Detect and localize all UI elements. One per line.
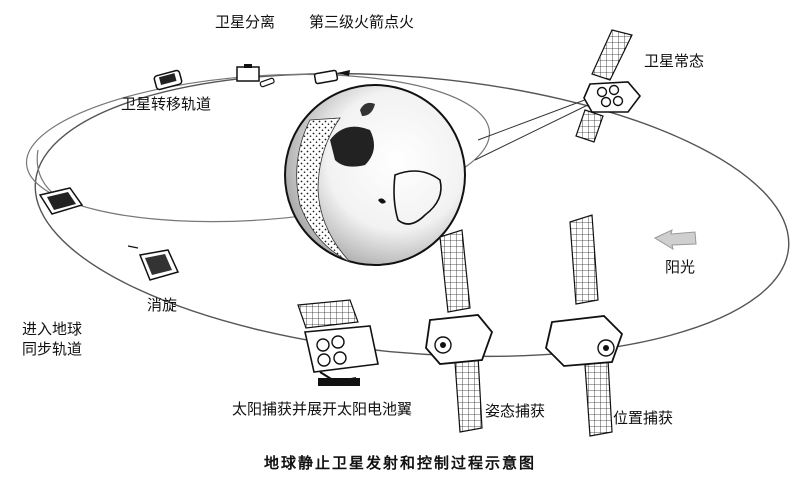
label-sunlight: 阳光 <box>665 258 696 276</box>
diagram-caption: 地球静止卫星发射和控制过程示意图 <box>263 454 536 472</box>
position-acquisition-satellite-icon <box>545 214 624 437</box>
attitude-acquisition-satellite-icon <box>425 229 494 433</box>
sunlight-arrow-icon <box>653 229 697 251</box>
label-satellite-normal: 卫星常态 <box>644 52 705 70</box>
earth-globe <box>284 84 466 266</box>
view-lines <box>474 94 599 161</box>
despin-satellite-icon <box>127 245 180 281</box>
label-despin: 消旋 <box>147 296 178 314</box>
label-enter-sync-line2: 同步轨道 <box>22 340 83 358</box>
label-satellite-separation: 卫星分离 <box>215 13 276 31</box>
label-transfer-orbit: 卫星转移轨道 <box>121 95 212 113</box>
satellite-separation-icon <box>236 64 275 88</box>
transfer-orbit-satellite-icon <box>153 69 183 91</box>
label-third-stage-ignition: 第三级火箭点火 <box>309 13 415 31</box>
sync-entry-satellite-icon <box>38 187 84 215</box>
label-sun-acquisition: 太阳捕获并展开太阳电池翼 <box>232 400 413 418</box>
label-enter-sync-line1: 进入地球 <box>22 320 83 338</box>
label-attitude-acquisition: 姿态捕获 <box>485 402 546 420</box>
label-position-acquisition: 位置捕获 <box>613 409 674 427</box>
sun-acquisition-satellite-icon <box>297 299 379 386</box>
satellite-normal-icon <box>575 29 642 143</box>
third-stage-rocket-icon <box>313 69 350 85</box>
